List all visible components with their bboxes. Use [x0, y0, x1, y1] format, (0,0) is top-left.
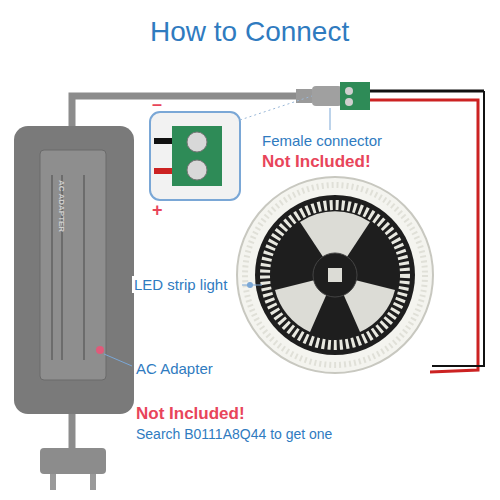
- terminal-block: [340, 82, 370, 110]
- reel-hub-hole: [328, 268, 342, 282]
- black-wire: [432, 91, 484, 366]
- reel-hub: [313, 253, 357, 297]
- note: Search B0111A8Q44 to get one: [136, 426, 332, 442]
- female-connector: [312, 86, 342, 106]
- callout-label: Female connector: [262, 132, 382, 149]
- inset-leader: [240, 96, 312, 120]
- black-wire: [370, 90, 484, 93]
- polarity-sign: –: [152, 94, 162, 115]
- led-strip-coil: [237, 177, 433, 373]
- led-chips: [245, 185, 425, 365]
- ac-plug: [40, 448, 106, 474]
- led-chips: [265, 205, 405, 345]
- inset-screw: [187, 132, 207, 152]
- inset-red-wire: [154, 168, 172, 174]
- terminal-screw: [345, 87, 353, 95]
- polarity-sign: +: [152, 200, 163, 221]
- leader-dot: [96, 346, 104, 354]
- ac-adapter-body: [14, 126, 134, 414]
- plug-prong: [50, 474, 56, 490]
- leader-line: [104, 354, 132, 366]
- terminal-screw: [345, 98, 353, 106]
- label-lines: [83, 175, 85, 360]
- reel: [255, 195, 415, 355]
- adapter-label-panel: [40, 150, 106, 380]
- callout-label: LED strip light: [132, 276, 229, 293]
- inset-black-wire: [154, 138, 172, 144]
- callout-label: AC Adapter: [136, 360, 213, 377]
- title: How to Connect: [150, 16, 349, 48]
- warning-note: Not Included!: [262, 152, 371, 172]
- leader-dot: [247, 282, 253, 288]
- adapter-print: AC ADAPTER: [57, 180, 66, 232]
- label-lines: [51, 175, 53, 360]
- leader-line: [330, 108, 331, 130]
- inset-terminal: [172, 126, 222, 186]
- inset-frame: [150, 112, 240, 200]
- inset-screw: [187, 160, 207, 180]
- warning-note: Not Included!: [136, 404, 245, 424]
- plug-prong: [90, 474, 96, 490]
- ac-cable: [69, 410, 76, 450]
